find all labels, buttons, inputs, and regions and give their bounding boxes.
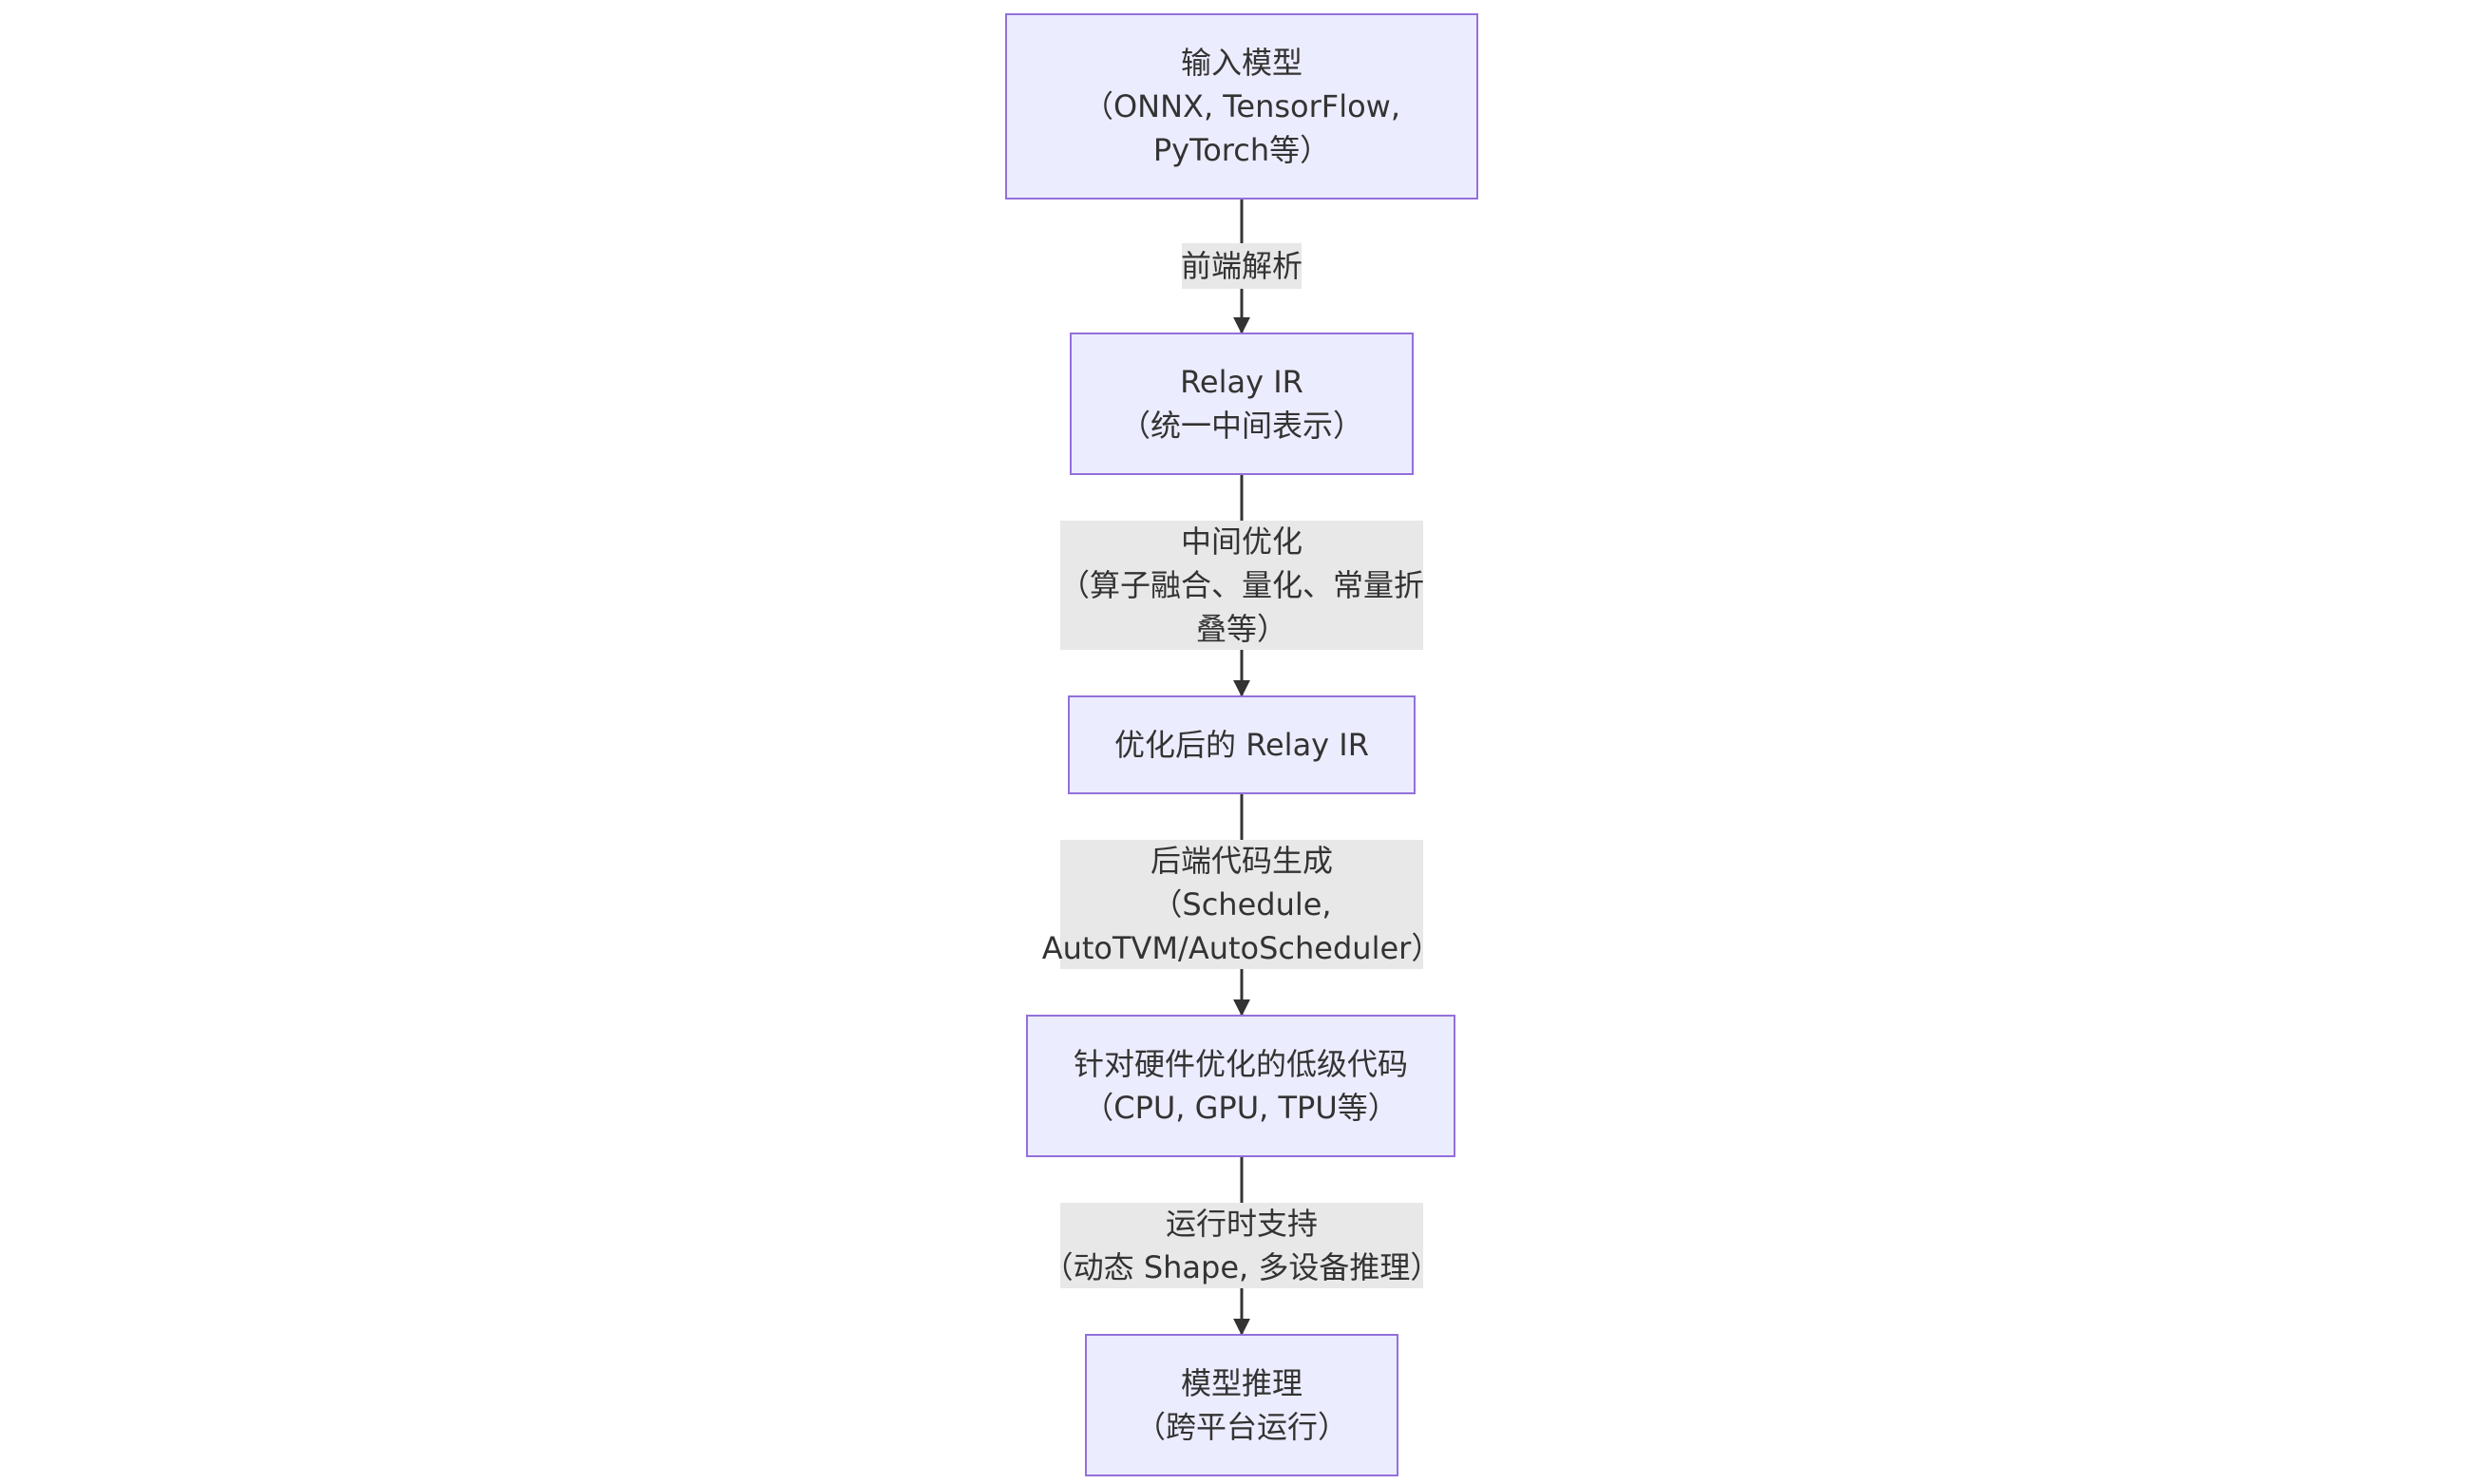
edge-label-backend-codegen-line1: 后端代码生成 bbox=[1150, 843, 1333, 879]
edge-label-frontend-parse-line1: 前端解析 bbox=[1181, 248, 1303, 284]
node-input-model-line2: （ONNX, TensorFlow, bbox=[1082, 88, 1401, 124]
node-optimized-relay-ir: 优化后的 Relay IR bbox=[1068, 695, 1416, 794]
edge-label-frontend-parse: 前端解析 bbox=[1181, 243, 1303, 289]
node-optimized-relay-ir-line1: 优化后的 Relay IR bbox=[1114, 727, 1369, 763]
edge-label-runtime-support: 运行时支持 （动态 Shape, 多设备推理） bbox=[1043, 1203, 1440, 1288]
edge-label-middle-optimization-line1: 中间优化 bbox=[1180, 523, 1303, 560]
edge-label-backend-codegen-line3: AutoTVM/AutoScheduler） bbox=[1041, 930, 1442, 966]
node-input-model-line1: 输入模型 bbox=[1180, 45, 1303, 81]
node-model-inference: 模型推理 （跨平台运行） bbox=[1085, 1334, 1398, 1476]
node-model-inference-line2: （跨平台运行） bbox=[1134, 1409, 1348, 1445]
node-low-level-code: 针对硬件优化的低级代码 （CPU, GPU, TPU等） bbox=[1026, 1015, 1455, 1157]
node-relay-ir: Relay IR （统一中间表示） bbox=[1070, 333, 1414, 475]
edge-label-runtime-support-line1: 运行时支持 bbox=[1165, 1206, 1318, 1242]
edge-label-middle-optimization-line3: 叠等） bbox=[1195, 611, 1287, 647]
edge-label-middle-optimization-line2: （算子融合、量化、常量折 bbox=[1059, 567, 1425, 603]
node-input-model: 输入模型 （ONNX, TensorFlow, PyTorch等） bbox=[1005, 13, 1478, 200]
node-low-level-code-line1: 针对硬件优化的低级代码 bbox=[1073, 1046, 1408, 1082]
node-low-level-code-line2: （CPU, GPU, TPU等） bbox=[1083, 1090, 1398, 1126]
edge-label-backend-codegen: 后端代码生成 （Schedule, AutoTVM/AutoScheduler） bbox=[1042, 840, 1441, 969]
node-input-model-line3: PyTorch等） bbox=[1152, 132, 1331, 168]
edge-label-backend-codegen-line2: （Schedule, bbox=[1151, 886, 1332, 923]
edge-label-middle-optimization: 中间优化 （算子融合、量化、常量折 叠等） bbox=[1059, 521, 1425, 650]
edge-label-runtime-support-line2: （动态 Shape, 多设备推理） bbox=[1042, 1249, 1441, 1285]
node-relay-ir-line2: （统一中间表示） bbox=[1119, 408, 1363, 444]
node-model-inference-line1: 模型推理 bbox=[1180, 1365, 1303, 1401]
node-relay-ir-line1: Relay IR bbox=[1180, 364, 1303, 400]
